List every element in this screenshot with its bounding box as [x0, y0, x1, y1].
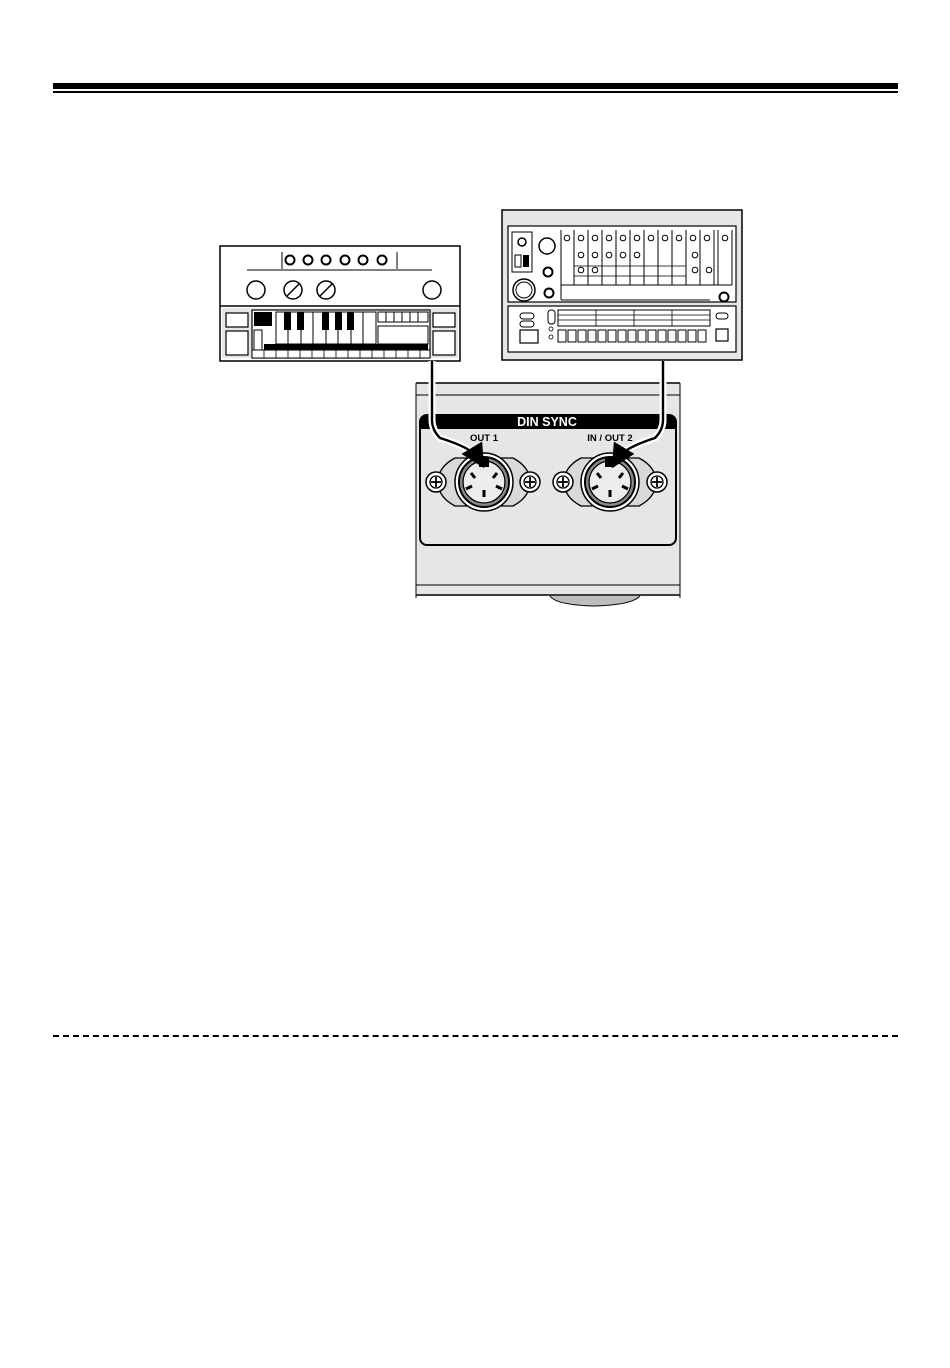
- inout2-label: IN / OUT 2: [587, 433, 632, 444]
- drum-machine-device-icon: [502, 210, 742, 360]
- out1-connector-icon: [438, 453, 530, 511]
- bass-synth-device-icon: [220, 246, 460, 361]
- screw-icon: [520, 472, 540, 492]
- din-sync-label: DIN SYNC: [517, 415, 577, 429]
- screw-icon: [647, 472, 667, 492]
- screw-icon: [426, 472, 446, 492]
- din-sync-connection-diagram: DIN SYNC OUT 1 IN / OUT 2: [0, 0, 950, 700]
- dashed-separator: [53, 1035, 898, 1037]
- out1-label: OUT 1: [470, 433, 499, 444]
- inout2-connector-icon: [564, 453, 656, 511]
- screw-icon: [553, 472, 573, 492]
